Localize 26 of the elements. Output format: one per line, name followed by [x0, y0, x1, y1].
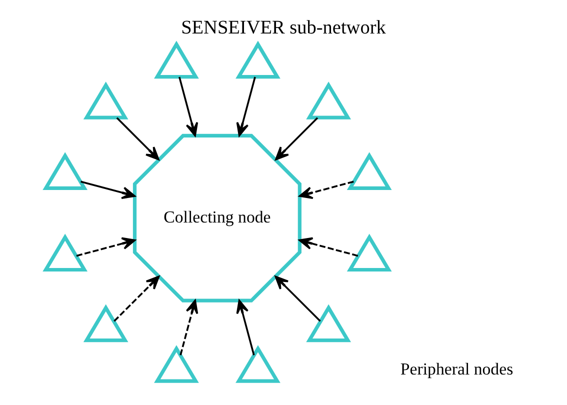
node-triangle [42, 234, 88, 272]
node-triangle [306, 82, 351, 120]
node-triangle [236, 345, 280, 383]
arrow [274, 276, 321, 322]
arrow [76, 237, 136, 257]
arrow [298, 237, 358, 257]
node-triangle [83, 304, 128, 342]
arrow [180, 300, 198, 356]
arrow [116, 117, 160, 160]
node-triangle [306, 304, 351, 342]
arrow [114, 276, 160, 322]
arrow [178, 76, 198, 136]
node-triangle [346, 234, 392, 272]
node-triangle [42, 152, 88, 190]
node-triangle [154, 40, 199, 79]
diagram-title: SENSEIVER sub-network [181, 17, 386, 38]
arrow [80, 180, 136, 200]
arrow [236, 76, 256, 136]
arrow [236, 300, 255, 356]
node-triangle [346, 152, 392, 190]
label: Peripheral nodes [400, 359, 514, 378]
node-triangle [154, 345, 199, 383]
arrow [275, 117, 318, 160]
node-triangle [236, 40, 280, 79]
arrow [298, 180, 354, 200]
node-triangle [83, 82, 128, 120]
